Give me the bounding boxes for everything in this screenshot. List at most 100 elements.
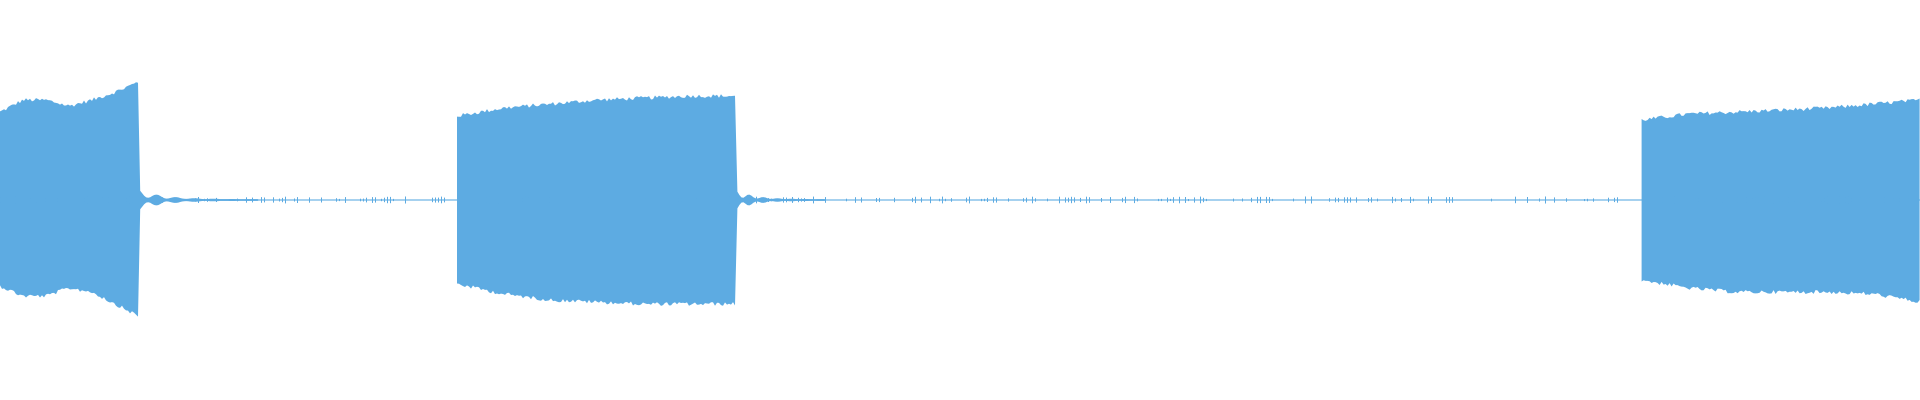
waveform-noise-speck [573, 198, 574, 202]
waveform-layer [0, 82, 1920, 317]
waveform-noise-speck [939, 198, 940, 202]
waveform-noise-speck [996, 197, 997, 203]
waveform-noise-speck [1800, 196, 1801, 204]
waveform-noise-speck [1452, 197, 1453, 203]
waveform-noise-speck [384, 197, 385, 203]
waveform-noise-speck [96, 197, 97, 203]
waveform-noise-speck [1824, 198, 1825, 202]
waveform-noise-speck [1608, 197, 1609, 203]
waveform-noise-speck [1293, 198, 1294, 202]
waveform-noise-speck [30, 198, 31, 202]
waveform-noise-speck [969, 196, 970, 204]
waveform-noise-speck [729, 196, 730, 204]
waveform-noise-speck [189, 198, 190, 202]
waveform-noise-speck [216, 197, 217, 202]
waveform-noise-speck [1032, 196, 1033, 204]
waveform-noise-speck [1347, 197, 1348, 203]
waveform-noise-speck [360, 198, 361, 202]
waveform-noise-speck [1110, 197, 1111, 203]
waveform-noise-speck [855, 197, 856, 203]
waveform-noise-speck [804, 198, 805, 202]
waveform-noise-speck [1026, 197, 1027, 203]
waveform-noise-speck [528, 197, 529, 203]
waveform-noise-speck [102, 197, 103, 203]
waveform-noise-speck [165, 199, 166, 202]
waveform-noise-speck [798, 197, 799, 203]
waveform-noise-speck [1737, 197, 1738, 203]
waveform-noise-speck [1431, 197, 1432, 203]
waveform-noise-speck [60, 197, 61, 203]
waveform-noise-speck [1446, 197, 1447, 203]
waveform-noise-speck [783, 197, 784, 203]
waveform-noise-speck [285, 196, 286, 204]
waveform-noise-speck [894, 197, 895, 203]
waveform-noise-speck [945, 198, 946, 202]
waveform-noise-speck [132, 197, 133, 203]
waveform-noise-speck [1587, 198, 1588, 202]
waveform-noise-speck [366, 197, 367, 203]
waveform-noise-speck [153, 197, 154, 203]
waveform-noise-speck [375, 197, 376, 203]
waveform-noise-speck [498, 197, 499, 204]
waveform-noise-speck [690, 199, 691, 201]
waveform-noise-speck [879, 197, 880, 203]
waveform-noise-speck [549, 197, 550, 203]
waveform-noise-speck [1134, 196, 1135, 204]
waveform-noise-speck [345, 197, 346, 203]
waveform-noise-speck [1035, 198, 1036, 202]
waveform-noise-speck [1860, 197, 1861, 203]
waveform-noise-speck [1716, 198, 1717, 202]
waveform-noise-speck [1260, 196, 1261, 204]
waveform-noise-speck [1089, 197, 1090, 203]
waveform-noise-speck [714, 197, 715, 203]
waveform-noise-speck [1251, 197, 1252, 203]
waveform-noise-speck [942, 196, 943, 204]
waveform-noise-speck [432, 197, 433, 203]
waveform-noise-speck [1371, 197, 1372, 203]
waveform-noise-speck [336, 198, 337, 202]
waveform-noise-speck [1335, 197, 1336, 203]
waveform-noise-speck [1794, 198, 1795, 202]
waveform-noise-speck [87, 196, 88, 204]
waveform-noise-speck [1662, 197, 1663, 203]
waveform-noise-floor [0, 199, 1920, 201]
waveform-noise-speck [1893, 198, 1894, 202]
waveform-noise-speck [912, 197, 913, 203]
waveform-noise-speck [1752, 198, 1753, 202]
waveform-noise-speck [639, 196, 640, 204]
waveform-noise-speck [1617, 197, 1618, 203]
waveform-noise-speck [1827, 196, 1828, 204]
waveform-segment-3 [1641, 98, 1920, 303]
waveform-noise-speck [309, 197, 310, 203]
waveform-noise-speck [1122, 197, 1123, 203]
waveform-noise-speck [459, 197, 460, 203]
waveform-noise-speck [846, 198, 847, 202]
waveform-noise-speck [1692, 199, 1693, 201]
waveform-noise-speck [114, 197, 115, 203]
waveform-noise-speck [1086, 196, 1087, 204]
waveform-noise-speck [1797, 196, 1798, 204]
waveform-noise-speck [1584, 199, 1585, 202]
waveform-noise-speck [339, 198, 340, 202]
waveform-noise-speck [6, 197, 7, 203]
waveform-noise-speck [1188, 199, 1189, 202]
waveform-noise-speck [1809, 197, 1810, 203]
waveform-noise-speck [84, 198, 85, 202]
waveform-noise-speck [204, 198, 205, 202]
waveform-noise-speck [741, 198, 742, 202]
waveform-noise-speck [108, 197, 109, 203]
waveform-noise-speck [1203, 197, 1204, 203]
waveform-noise-speck [984, 198, 985, 202]
waveform-noise-speck [441, 196, 442, 204]
waveform-noise-speck [1773, 197, 1774, 204]
waveform-noise-speck [1839, 196, 1840, 204]
waveform-noise-speck [1746, 197, 1747, 203]
waveform-noise-speck [252, 197, 253, 203]
waveform-noise-speck [600, 198, 601, 202]
waveform-noise-speck [1539, 198, 1540, 202]
waveform-noise-speck [1392, 196, 1393, 204]
waveform-noise-speck [279, 198, 280, 202]
waveform-noise-speck [1008, 198, 1009, 202]
